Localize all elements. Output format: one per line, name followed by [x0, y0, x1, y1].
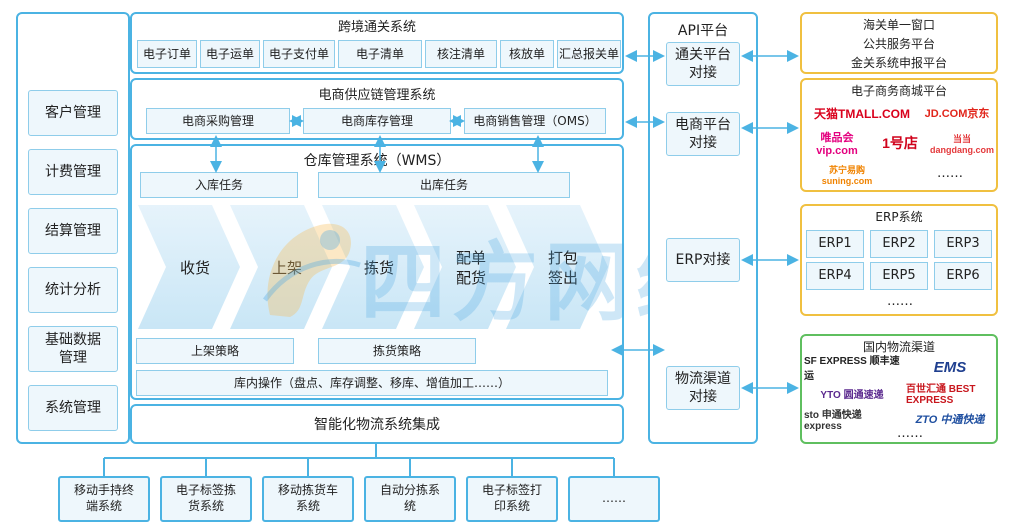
flow-chevron-receive: [138, 205, 240, 329]
wms-inner-operations[interactable]: 库内操作（盘点、库存调整、移库、增值加工……）: [136, 370, 608, 396]
device-more: ……: [568, 476, 660, 522]
cross-border-title: 跨境通关系统: [337, 20, 416, 35]
wms-outbound-task[interactable]: 出库任务: [318, 172, 570, 198]
flow-step-receive: 收货: [179, 259, 210, 277]
integration-panel: [130, 404, 624, 444]
yhd-logo: 1号店: [882, 135, 918, 151]
flow-chevron-allocate: [414, 205, 516, 329]
flow-chevron-shelve: [230, 205, 332, 329]
erp-item-2[interactable]: ERP2: [870, 230, 928, 258]
wms-shelf-strategy[interactable]: 上架策略: [136, 338, 294, 364]
api-customs-docking[interactable]: 通关平台 对接: [666, 42, 740, 86]
best-express-logo: 百世汇通 BEST EXPRESS: [906, 384, 976, 406]
sc-inventory[interactable]: 电商库存管理: [303, 108, 451, 134]
wms-flow-chevrons: [138, 205, 608, 329]
customs-public-service: 公共服务平台: [862, 37, 935, 51]
customs-jinguan-platform: 金关系统申报平台: [850, 56, 947, 70]
watermark-logo-icon: [262, 223, 361, 317]
customs-single-window: 海关单一窗口: [862, 18, 935, 32]
menu-billing-management[interactable]: 计费管理: [28, 149, 118, 195]
device-auto-sorting[interactable]: 自动分拣系 统: [364, 476, 456, 522]
erp-item-4[interactable]: ERP4: [806, 262, 864, 290]
logistics-more: ……: [897, 426, 923, 441]
ems-logo: EMS: [933, 358, 967, 376]
sf-express-logo: SF EXPRESS 顺丰速运: [804, 356, 900, 382]
menu-system-management[interactable]: 系统管理: [28, 385, 118, 431]
jd-logo: JD.COM京东: [924, 108, 990, 120]
flow-step-allocate: 配单 配货: [455, 249, 486, 288]
flow-chevron-pack: [506, 205, 608, 329]
integration-title: 智能化物流系统集成: [314, 417, 440, 433]
logistics-title: 国内物流渠道: [862, 340, 935, 354]
wms-pick-strategy[interactable]: 拣货策略: [318, 338, 476, 364]
cb-verification-list[interactable]: 核注清单: [425, 40, 497, 68]
cb-summary-declaration[interactable]: 汇总报关单: [557, 40, 621, 68]
erp-item-1[interactable]: ERP1: [806, 230, 864, 258]
suning-logo: 苏宁易购 suning.com: [821, 164, 873, 186]
cb-e-order[interactable]: 电子订单: [137, 40, 197, 68]
ecommerce-mall-title: 电子商务商城平台: [850, 84, 947, 98]
api-logistics-docking[interactable]: 物流渠道 对接: [666, 366, 740, 410]
ecommerce-mall-box: [800, 78, 998, 192]
tmall-logo: 天猫TMALL.COM: [814, 106, 910, 121]
menu-customer-management[interactable]: 客户管理: [28, 90, 118, 136]
cb-e-list[interactable]: 电子清单: [338, 40, 422, 68]
erp-item-5[interactable]: ERP5: [870, 262, 928, 290]
mall-more: ……: [937, 166, 963, 181]
vip-logo: 唯品会 vip.com: [816, 132, 858, 157]
erp-title: ERP系统: [875, 210, 923, 224]
flow-step-pack: 打包 签出: [547, 249, 578, 288]
zto-logo: ZTO 中通快递: [915, 414, 985, 426]
menu-statistics[interactable]: 统计分析: [28, 267, 118, 313]
device-connectors: [103, 444, 615, 476]
sc-sales-oms[interactable]: 电商销售管理（OMS）: [464, 108, 606, 134]
device-handheld[interactable]: 移动手持终 端系统: [58, 476, 150, 522]
menu-settlement-management[interactable]: 结算管理: [28, 208, 118, 254]
sto-logo: sto 申通快递 express: [804, 410, 862, 432]
flow-step-shelve: 上架: [252, 258, 322, 278]
erp-more: ……: [887, 294, 913, 309]
device-e-label-printing[interactable]: 电子标签打 印系统: [466, 476, 558, 522]
erp-item-6[interactable]: ERP6: [934, 262, 992, 290]
api-erp-docking[interactable]: ERP对接: [666, 238, 740, 282]
cb-release-list[interactable]: 核放单: [500, 40, 554, 68]
api-platform-title: API平台: [677, 23, 729, 39]
device-picking-cart[interactable]: 移动拣货车 系统: [262, 476, 354, 522]
flow-step-pick: 拣货: [363, 259, 394, 277]
yto-logo: YTO 圆通速递: [820, 389, 884, 401]
cb-e-waybill[interactable]: 电子运单: [200, 40, 260, 68]
dangdang-logo: 当当 dangdang.com: [930, 133, 995, 155]
erp-box: [800, 204, 998, 316]
api-ecommerce-docking[interactable]: 电商平台 对接: [666, 112, 740, 156]
customs-platforms-box: [800, 12, 998, 74]
cb-e-payment[interactable]: 电子支付单: [263, 40, 335, 68]
sc-purchase[interactable]: 电商采购管理: [146, 108, 290, 134]
device-e-label-picking[interactable]: 电子标签拣 货系统: [160, 476, 252, 522]
supply-chain-title: 电商供应链管理系统: [318, 88, 436, 103]
erp-item-3[interactable]: ERP3: [934, 230, 992, 258]
menu-basic-data[interactable]: 基础数据 管理: [28, 326, 118, 372]
logistics-box: [800, 334, 998, 444]
flow-chevron-pick: [322, 205, 424, 329]
